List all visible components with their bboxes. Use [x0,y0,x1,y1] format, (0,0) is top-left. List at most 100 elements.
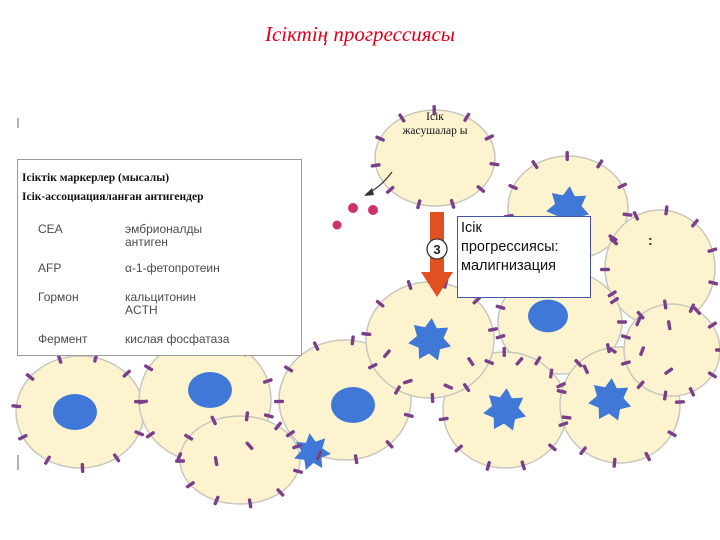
membrane-marker [174,459,186,463]
tumor-cell [365,281,495,399]
membrane-marker [316,450,323,461]
membrane-marker [245,441,254,451]
progression-arrow-head [421,272,453,297]
tumor-cell [179,415,301,505]
membrane-marker [273,399,285,404]
membrane-marker [565,150,569,162]
cell-body [179,415,301,505]
membrane-marker [508,183,518,191]
marker-type: AFP [38,261,62,275]
membrane-marker [133,399,145,404]
membrane-marker [283,365,294,373]
membrane-marker [361,331,372,337]
membrane-marker [707,371,717,379]
membrane-marker [664,205,669,216]
membrane-marker [644,451,652,462]
membrane-marker [502,346,506,358]
membrane-marker [596,159,604,169]
marker-example: кальцитонин [125,290,197,304]
membrane-marker [244,411,250,422]
cell-body [623,303,720,397]
membrane-marker [18,433,28,441]
membrane-marker [462,383,471,393]
progression-line: прогрессиясы: [461,239,559,255]
panel-subheading: Ісік-ассоциацияланған антигендер [22,191,204,203]
membrane-marker [608,234,618,242]
membrane-marker [707,321,717,329]
tumor-cell [623,303,720,397]
membrane-marker [607,290,617,298]
membrane-marker [185,481,195,489]
membrane-marker [688,303,696,314]
membrane-marker [402,378,413,385]
membrane-marker [80,462,85,474]
membrane-marker [467,357,475,367]
membrane-marker [375,135,385,142]
membrane-marker [443,383,454,390]
membrane-marker [635,316,642,327]
membrane-marker [582,364,589,375]
membrane-marker [612,457,617,468]
membrane-marker [489,162,500,167]
marker-type: CEA [38,222,63,236]
membrane-marker [312,341,320,351]
cell-nucleus [408,318,451,361]
step-circle [426,238,448,260]
marker-example: эмбрионалды [125,222,203,236]
cell-nucleus [588,378,631,421]
membrane-marker [622,212,633,217]
membrane-marker [690,218,699,228]
membrane-marker [184,433,194,441]
membrane-marker [375,299,385,308]
membrane-marker [176,452,183,462]
marker-example: ACTH [125,303,158,317]
nucleus-fragment [294,433,331,470]
membrane-marker [574,358,583,368]
progression-box: Ісік прогрессиясы: малигнизация [457,216,591,298]
membrane-marker [558,421,569,428]
slide-title: Ісіктің прогрессиясы [264,22,456,46]
tumor-cell [15,355,145,469]
membrane-marker [438,416,449,422]
membrane-marker [556,381,566,389]
membrane-marker [292,443,303,450]
membrane-marker [485,460,491,471]
membrane-marker [495,304,506,311]
membrane-marker [262,378,273,384]
membrane-marker [674,400,685,404]
free-antigen-dot [348,203,358,213]
free-antigen-dot [332,220,342,230]
membrane-marker [707,247,718,253]
membrane-marker [636,380,645,390]
membrane-marker [406,280,413,290]
membrane-marker [488,327,498,332]
membrane-marker [11,404,22,409]
membrane-marker [495,333,506,340]
membrane-marker [398,113,406,123]
membrane-marker [579,446,587,456]
membrane-marker [715,348,720,352]
cell-nucleus [53,393,97,431]
membrane-marker [403,412,414,419]
membrane-marker [44,455,51,465]
membrane-marker [620,334,631,340]
membrane-marker [263,413,274,419]
tumor-cell-label-line: жасушалар ы [402,125,468,137]
membrane-marker [472,296,481,305]
step-number: 3 [433,242,440,257]
membrane-marker [515,356,524,366]
membrane-marker [122,369,131,378]
membrane-marker [548,443,557,452]
panel-heading: Ісіктік маркерлер (мысалы) [22,172,170,184]
membrane-marker [662,390,668,401]
membrane-marker [213,456,219,467]
membrane-marker [385,185,395,194]
membrane-marker [617,320,627,324]
membrane-marker [247,498,253,509]
membrane-marker [606,343,611,354]
membrane-marker [353,454,359,465]
membrane-marker [385,440,394,449]
membrane-marker [484,134,495,141]
membrane-marker [430,392,435,404]
membrane-marker [285,430,295,438]
